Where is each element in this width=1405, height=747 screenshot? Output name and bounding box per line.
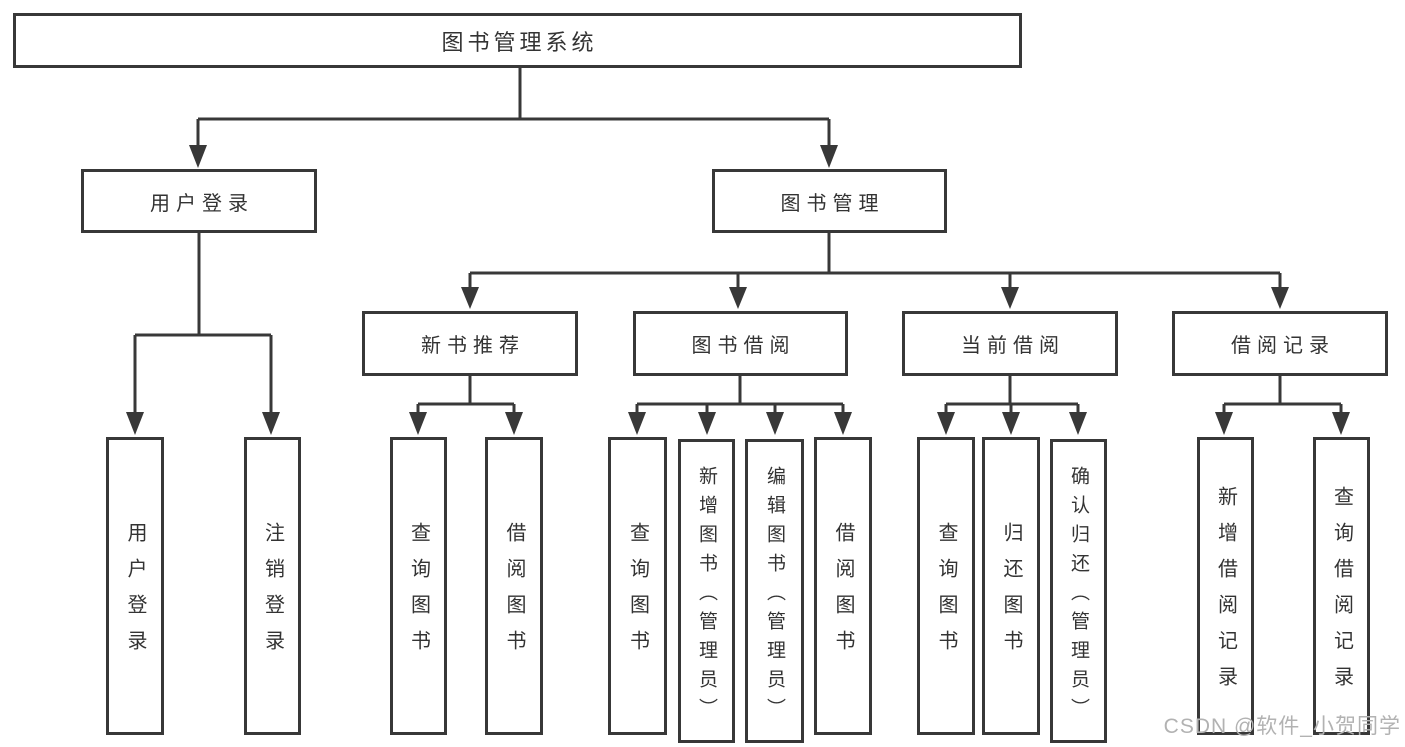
node-rec-query-books-label: 查询图书: [407, 522, 430, 666]
csdn-watermark: CSDN @软件_小贺同学: [1163, 715, 1401, 738]
node-cb-return-books: 归还图书: [982, 437, 1040, 735]
node-book-management-label: 图书管理: [780, 192, 885, 215]
node-book-management: 图书管理: [712, 169, 947, 233]
node-new-book-recommend: 新书推荐: [362, 311, 578, 376]
node-current-borrow-label: 当前借阅: [961, 335, 1065, 357]
node-bb-query-books-label: 查询图书: [626, 522, 649, 666]
node-library-system-label: 图书管理系统: [441, 29, 598, 55]
connector-current-borrow-children: [937, 376, 1087, 435]
node-new-book-recommend-label: 新书推荐: [421, 335, 525, 357]
node-borrow-records: 借阅记录: [1172, 311, 1388, 376]
node-cb-query-books: 查询图书: [917, 437, 975, 735]
connector-book-management-children: [461, 233, 1289, 309]
node-rec-borrow-books-label: 借阅图书: [503, 522, 525, 666]
node-user-login-label: 用户登录: [150, 192, 254, 215]
node-bb-edit-books: 编辑图书（管理员）: [745, 439, 804, 743]
connector-root-to-level2: [189, 68, 838, 168]
node-bb-add-books-label: 新增图书（管理员）: [696, 465, 717, 727]
node-user-login: 用户登录: [81, 169, 317, 233]
node-current-borrow: 当前借阅: [902, 311, 1118, 376]
node-logout-action-label: 注销登录: [261, 522, 284, 666]
connector-book-borrow-children: [628, 376, 852, 435]
node-library-system: 图书管理系统: [13, 13, 1022, 68]
node-book-borrow: 图书借阅: [633, 311, 848, 376]
node-login-action: 用户登录: [106, 437, 164, 735]
node-logout-action: 注销登录: [244, 437, 301, 735]
node-bb-borrow-books-label: 借阅图书: [832, 522, 854, 666]
node-br-add-record: 新增借阅记录: [1197, 437, 1254, 735]
node-book-borrow-label: 图书借阅: [691, 335, 796, 357]
node-br-add-record-label: 新增借阅记录: [1214, 486, 1237, 702]
node-login-action-label: 用户登录: [124, 522, 146, 666]
connector-new-book-recommend-children: [409, 376, 523, 435]
node-rec-query-books: 查询图书: [390, 437, 447, 735]
node-br-query-record: 查询借阅记录: [1313, 437, 1370, 735]
connector-borrow-records-children: [1215, 376, 1350, 435]
node-bb-borrow-books: 借阅图书: [814, 437, 872, 735]
connector-user-login-children: [126, 233, 280, 435]
node-borrow-records-label: 借阅记录: [1231, 335, 1335, 357]
node-cb-return-books-label: 归还图书: [1000, 522, 1022, 666]
node-bb-edit-books-label: 编辑图书（管理员）: [764, 465, 785, 727]
node-br-query-record-label: 查询借阅记录: [1330, 486, 1353, 702]
node-bb-add-books: 新增图书（管理员）: [678, 439, 735, 743]
node-cb-query-books-label: 查询图书: [935, 522, 957, 666]
node-rec-borrow-books: 借阅图书: [485, 437, 543, 735]
node-cb-confirm-return: 确认归还（管理员）: [1050, 439, 1107, 743]
node-bb-query-books: 查询图书: [608, 437, 667, 735]
node-cb-confirm-return-label: 确认归还（管理员）: [1068, 465, 1089, 727]
